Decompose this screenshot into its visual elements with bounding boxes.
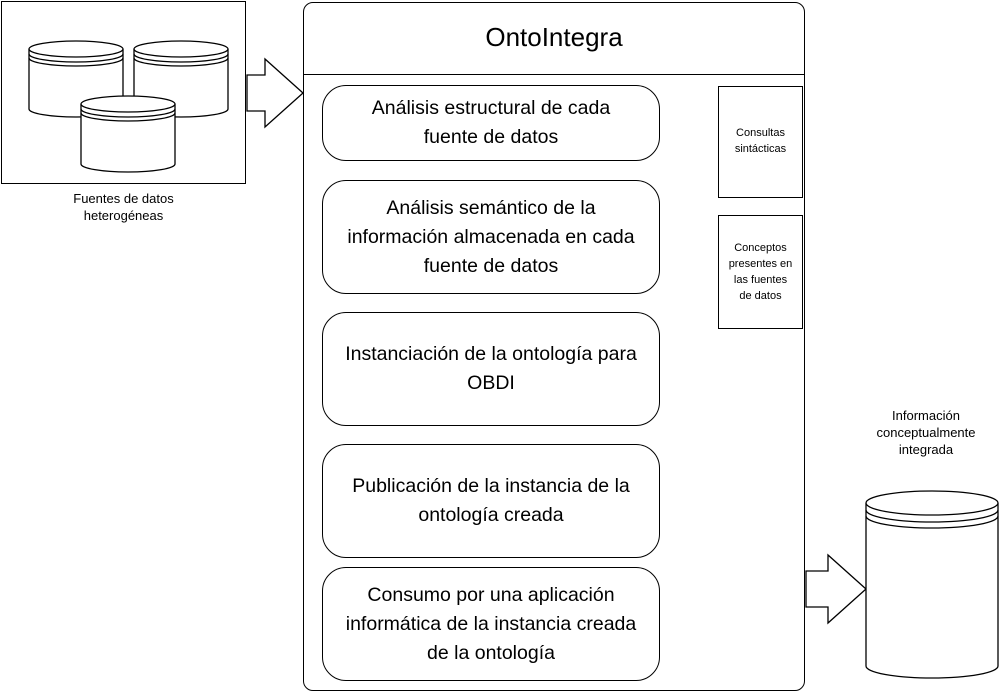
caption-line: heterogéneas [83, 208, 164, 223]
step-ontology-instantiation: Instanciación de la ontología para OBDI [322, 312, 660, 426]
note-text-line: las fuentes [733, 274, 788, 286]
step-text-line: Publicación de la instancia de la [352, 475, 630, 497]
caption-line: Fuentes de datos [73, 191, 174, 206]
integrated-info-caption: Información conceptualmente integrada [852, 407, 1000, 458]
database-icon [80, 95, 176, 173]
note-text-line: de datos [739, 290, 782, 302]
step-text-line: Instanciación de la ontología para [345, 343, 637, 365]
step-text-line: Consumo por una aplicación [367, 583, 615, 606]
title-divider [304, 74, 804, 75]
note-text-line: Conceptos [734, 242, 787, 254]
step-text-line: información almacenada en cada [347, 225, 635, 248]
step-text-line: informática de la instancia creada [345, 612, 637, 635]
caption-line: Información [892, 408, 960, 423]
step-instance-publication: Publicación de la instancia de la ontolo… [322, 444, 660, 558]
step-application-consumption: Consumo por una aplicación informática d… [322, 567, 660, 681]
data-sources-caption: Fuentes de datos heterogéneas [1, 190, 246, 224]
step-text-line: fuente de datos [423, 126, 559, 148]
note-concepts-present: Conceptos presentes en las fuentes de da… [718, 215, 803, 329]
step-structural-analysis: Análisis estructural de cada fuente de d… [322, 85, 660, 161]
output-arrow [805, 553, 867, 625]
input-arrow [246, 57, 304, 129]
caption-line: integrada [898, 442, 954, 457]
step-semantic-analysis: Análisis semántico de la información alm… [322, 180, 660, 294]
step-text-line: Análisis estructural de cada [371, 97, 611, 119]
ontointegra-title: OntoIntegra [485, 22, 623, 52]
step-text-line: fuente de datos [423, 254, 559, 277]
step-text-line: de la ontología [427, 641, 555, 664]
step-text-line: Análisis semántico de la [386, 196, 596, 219]
note-text-line: Consultas [736, 127, 785, 139]
step-text-line: OBDI [467, 372, 515, 394]
note-syntactic-queries: Consultas sintácticas [718, 86, 803, 198]
note-text-line: presentes en [728, 258, 793, 270]
step-text-line: ontología creada [418, 504, 564, 526]
note-text-line: sintácticas [734, 143, 787, 155]
integrated-database-icon [865, 490, 999, 679]
caption-line: conceptualmente [876, 425, 976, 440]
